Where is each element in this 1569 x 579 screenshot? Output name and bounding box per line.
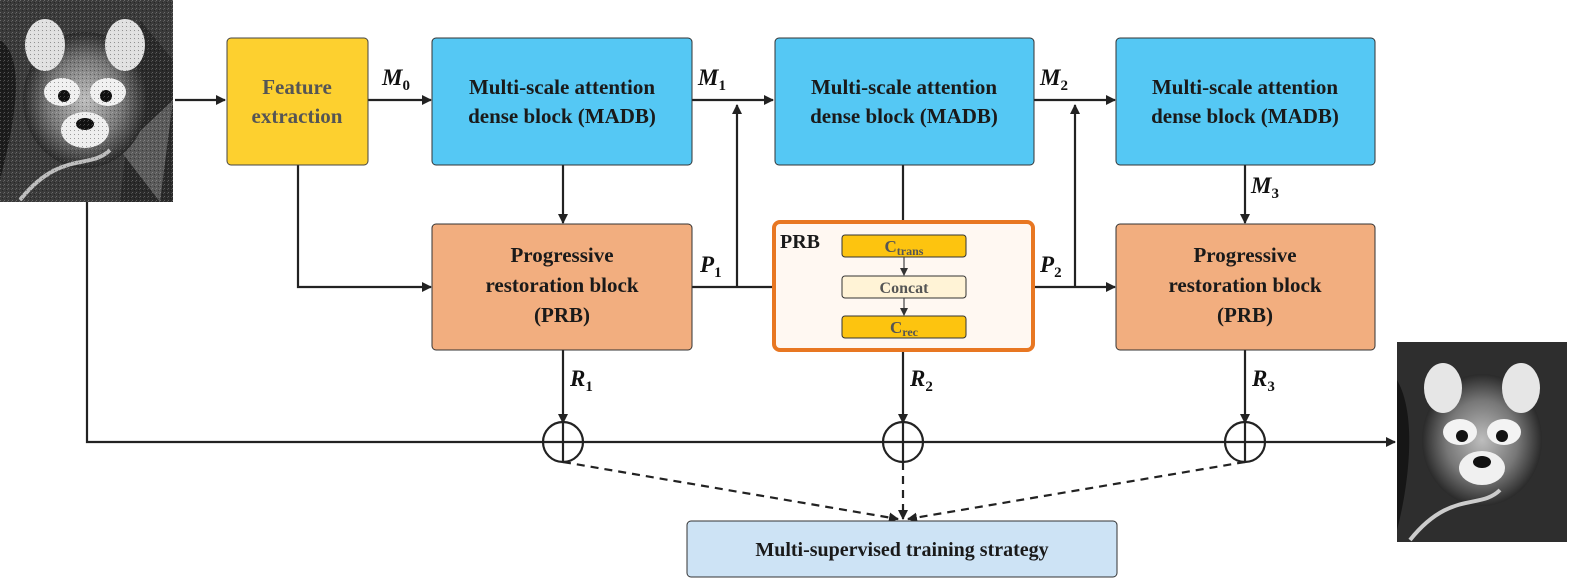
prb-detail-title: PRB bbox=[780, 231, 820, 253]
prb3-line1: Progressive bbox=[1193, 243, 1296, 267]
prb1-line1: Progressive bbox=[510, 243, 613, 267]
prb3-line2: restoration block bbox=[1168, 273, 1321, 297]
label-m1: M1 bbox=[697, 65, 726, 94]
concat-label: Concat bbox=[880, 280, 930, 297]
madb1-line2: dense block (MADB) bbox=[468, 104, 656, 128]
madb1-line1: Multi-scale attention bbox=[469, 75, 655, 99]
output-image bbox=[1397, 342, 1567, 542]
label-m3: M3 bbox=[1250, 173, 1279, 202]
ctrans-sub: trans bbox=[897, 244, 924, 258]
adder-1 bbox=[541, 420, 585, 464]
label-r1: R1 bbox=[569, 366, 593, 395]
label-m2: M2 bbox=[1039, 65, 1068, 94]
prb1-line2: restoration block bbox=[485, 273, 638, 297]
ctrans-main: C bbox=[885, 237, 897, 256]
madb-block-3: Multi-scale attention dense block (MADB) bbox=[1115, 37, 1376, 166]
madb3-line2: dense block (MADB) bbox=[1151, 104, 1339, 128]
prb1-line3: (PRB) bbox=[534, 303, 590, 327]
crec-sub: rec bbox=[902, 325, 918, 339]
crec-main: C bbox=[890, 318, 902, 337]
adder-3 bbox=[1223, 420, 1267, 464]
madb-block-1: Multi-scale attention dense block (MADB) bbox=[431, 37, 693, 166]
madb-block-2: Multi-scale attention dense block (MADB) bbox=[774, 37, 1035, 166]
madb3-line1: Multi-scale attention bbox=[1152, 75, 1338, 99]
concat-box: Concat bbox=[841, 275, 967, 299]
supervision-lines bbox=[562, 460, 1246, 523]
label-p1: P1 bbox=[699, 252, 722, 281]
feature-line1: Feature bbox=[262, 75, 332, 99]
input-image bbox=[0, 0, 173, 202]
svg-text:Ctrans: Ctrans bbox=[885, 237, 924, 258]
label-m0: M0 bbox=[381, 65, 410, 94]
crec-box: Crec bbox=[841, 315, 967, 339]
madb2-line2: dense block (MADB) bbox=[810, 104, 998, 128]
training-strategy-block: Multi-supervised training strategy bbox=[686, 520, 1118, 578]
label-r2: R2 bbox=[909, 366, 933, 395]
label-p2: P2 bbox=[1039, 252, 1062, 281]
adder-2 bbox=[881, 420, 925, 464]
svg-text:Crec: Crec bbox=[890, 318, 919, 339]
prb-detail-block: PRB Ctrans Concat Crec bbox=[772, 220, 1035, 352]
prb3-line3: (PRB) bbox=[1217, 303, 1273, 327]
feature-line2: extraction bbox=[252, 104, 343, 128]
label-r3: R3 bbox=[1251, 366, 1275, 395]
prb-block-3: Progressive restoration block (PRB) bbox=[1115, 223, 1376, 351]
feature-extraction-block: Feature extraction bbox=[226, 37, 369, 166]
prb-block-1: Progressive restoration block (PRB) bbox=[431, 223, 693, 351]
training-label: Multi-supervised training strategy bbox=[755, 539, 1048, 561]
ctrans-box: Ctrans bbox=[841, 234, 967, 258]
madb2-line1: Multi-scale attention bbox=[811, 75, 997, 99]
connections bbox=[85, 95, 1396, 447]
